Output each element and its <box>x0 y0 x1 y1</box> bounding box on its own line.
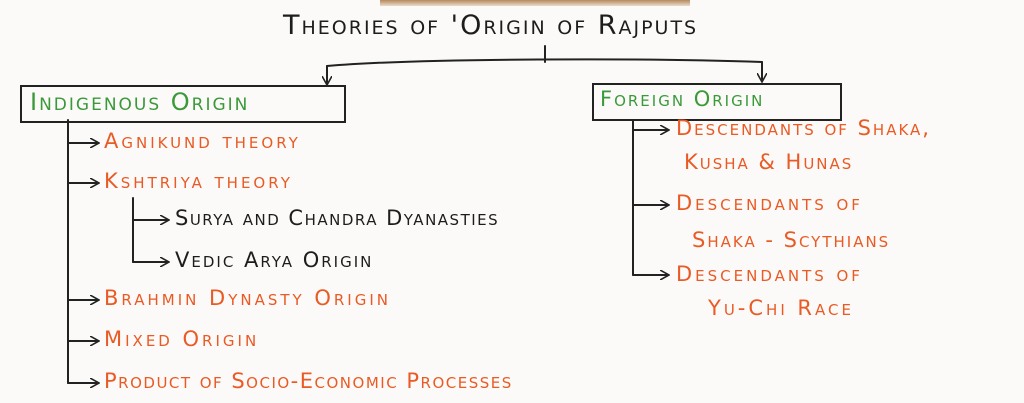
indigenous-origin-box <box>20 85 346 123</box>
indigenous-item-brahmin: Brahmin Dynasty Origin <box>104 286 392 310</box>
kshtriya-sub-vedic: Vedic Arya Origin <box>175 248 374 272</box>
foreign-origin-heading: Foreign Origin <box>600 87 765 111</box>
foreign-origin-box <box>592 83 842 121</box>
foreign-item-3-line1: Descendants of <box>676 262 863 286</box>
paper-edge <box>380 0 690 6</box>
foreign-item-3-line2: Yu-Chi Race <box>708 296 854 320</box>
foreign-item-1-line1: Descendants of Shaka, <box>676 116 931 140</box>
indigenous-item-mixed: Mixed Origin <box>104 327 260 351</box>
indigenous-origin-heading: Indigenous Origin <box>30 88 250 116</box>
indigenous-item-kshtriya: Kshtriya theory <box>104 169 293 193</box>
foreign-item-2-line1: Descendants of <box>676 191 863 215</box>
kshtriya-sub-surya: Surya and Chandra Dyanasties <box>175 206 500 230</box>
title-branch <box>326 58 763 67</box>
foreign-item-1-line2: Kusha & Hunas <box>684 150 854 174</box>
indigenous-item-product: Product of Socio-Economic Processes <box>104 369 513 393</box>
diagram-title: Theories of 'Origin of Rajputs <box>283 10 699 41</box>
foreign-item-2-line2: Shaka - Scythians <box>692 228 891 252</box>
indigenous-item-agnikund: Agnikund theory <box>104 129 301 153</box>
